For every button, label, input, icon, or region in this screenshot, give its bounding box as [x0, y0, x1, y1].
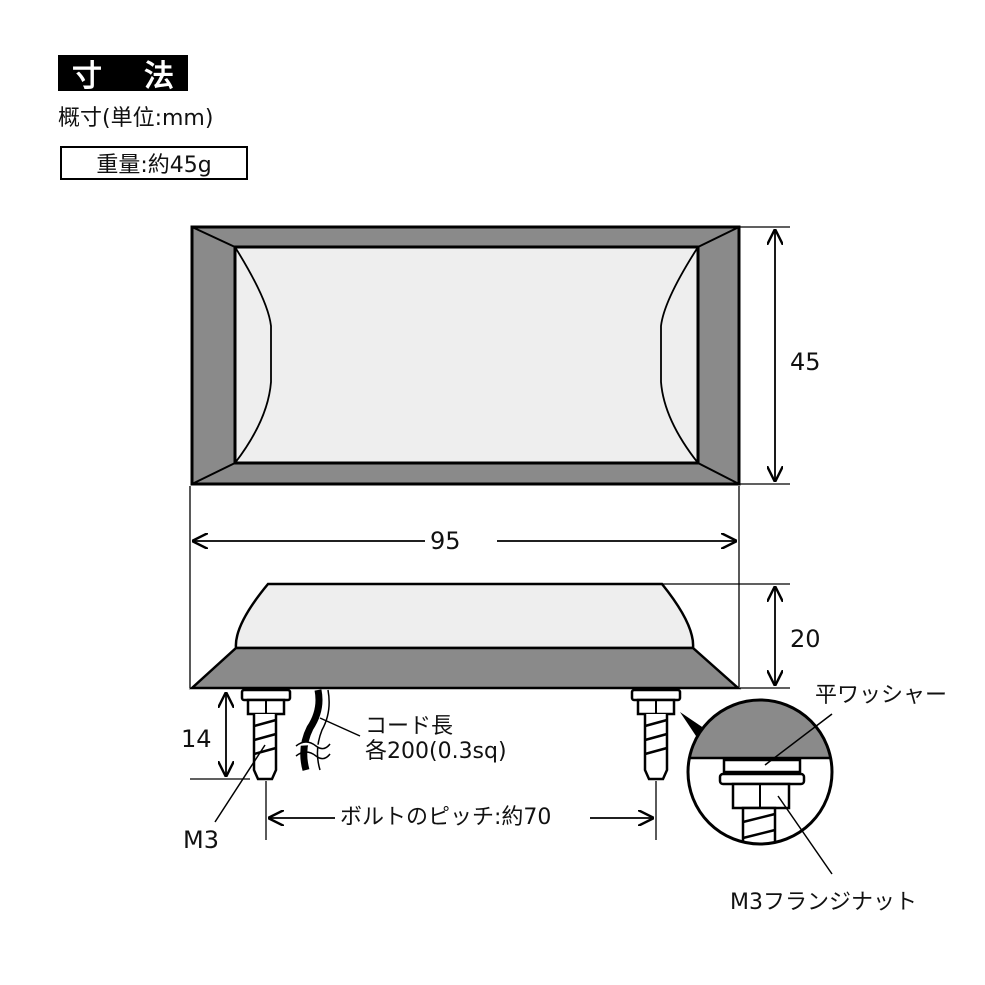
- right-bolt: [630, 688, 682, 781]
- dimension-pitch: [265, 781, 657, 840]
- dimension-height: [739, 226, 790, 485]
- cord: [295, 689, 361, 771]
- bolt-leader: [214, 744, 266, 823]
- detail-magnifier: [680, 698, 834, 875]
- width-value: 95: [430, 527, 461, 555]
- left-bolt: [240, 688, 292, 781]
- weight-box: 重量:約45g: [60, 146, 248, 180]
- weight-label: 重量:約45g: [96, 153, 212, 178]
- section-title: 寸 法: [58, 55, 188, 94]
- units-note: 概寸(単位:mm): [58, 106, 214, 131]
- top-view: [190, 225, 741, 486]
- height-value: 45: [790, 348, 821, 376]
- dimension-bolt-length: [190, 692, 250, 780]
- cord-label-line1: コード長: [365, 714, 454, 739]
- bolt-size-label: M3: [183, 826, 219, 854]
- dimension-depth: [662, 583, 790, 689]
- flange-nut-label: M3フランジナット: [730, 890, 917, 915]
- cord-label-line2: 各200(0.3sq): [365, 739, 507, 765]
- side-view: [188, 582, 742, 690]
- cord-length-label: コード長 各200(0.3sq): [365, 714, 507, 765]
- title-char-2: 法: [144, 59, 174, 94]
- dimension-width: [189, 486, 740, 688]
- washer-label: 平ワッシャー: [815, 683, 948, 708]
- bolt-length-value: 14: [181, 725, 212, 753]
- bolt-pitch-label: ボルトのピッチ:約70: [340, 805, 552, 830]
- title-char-1: 寸: [72, 59, 102, 94]
- depth-value: 20: [790, 625, 821, 653]
